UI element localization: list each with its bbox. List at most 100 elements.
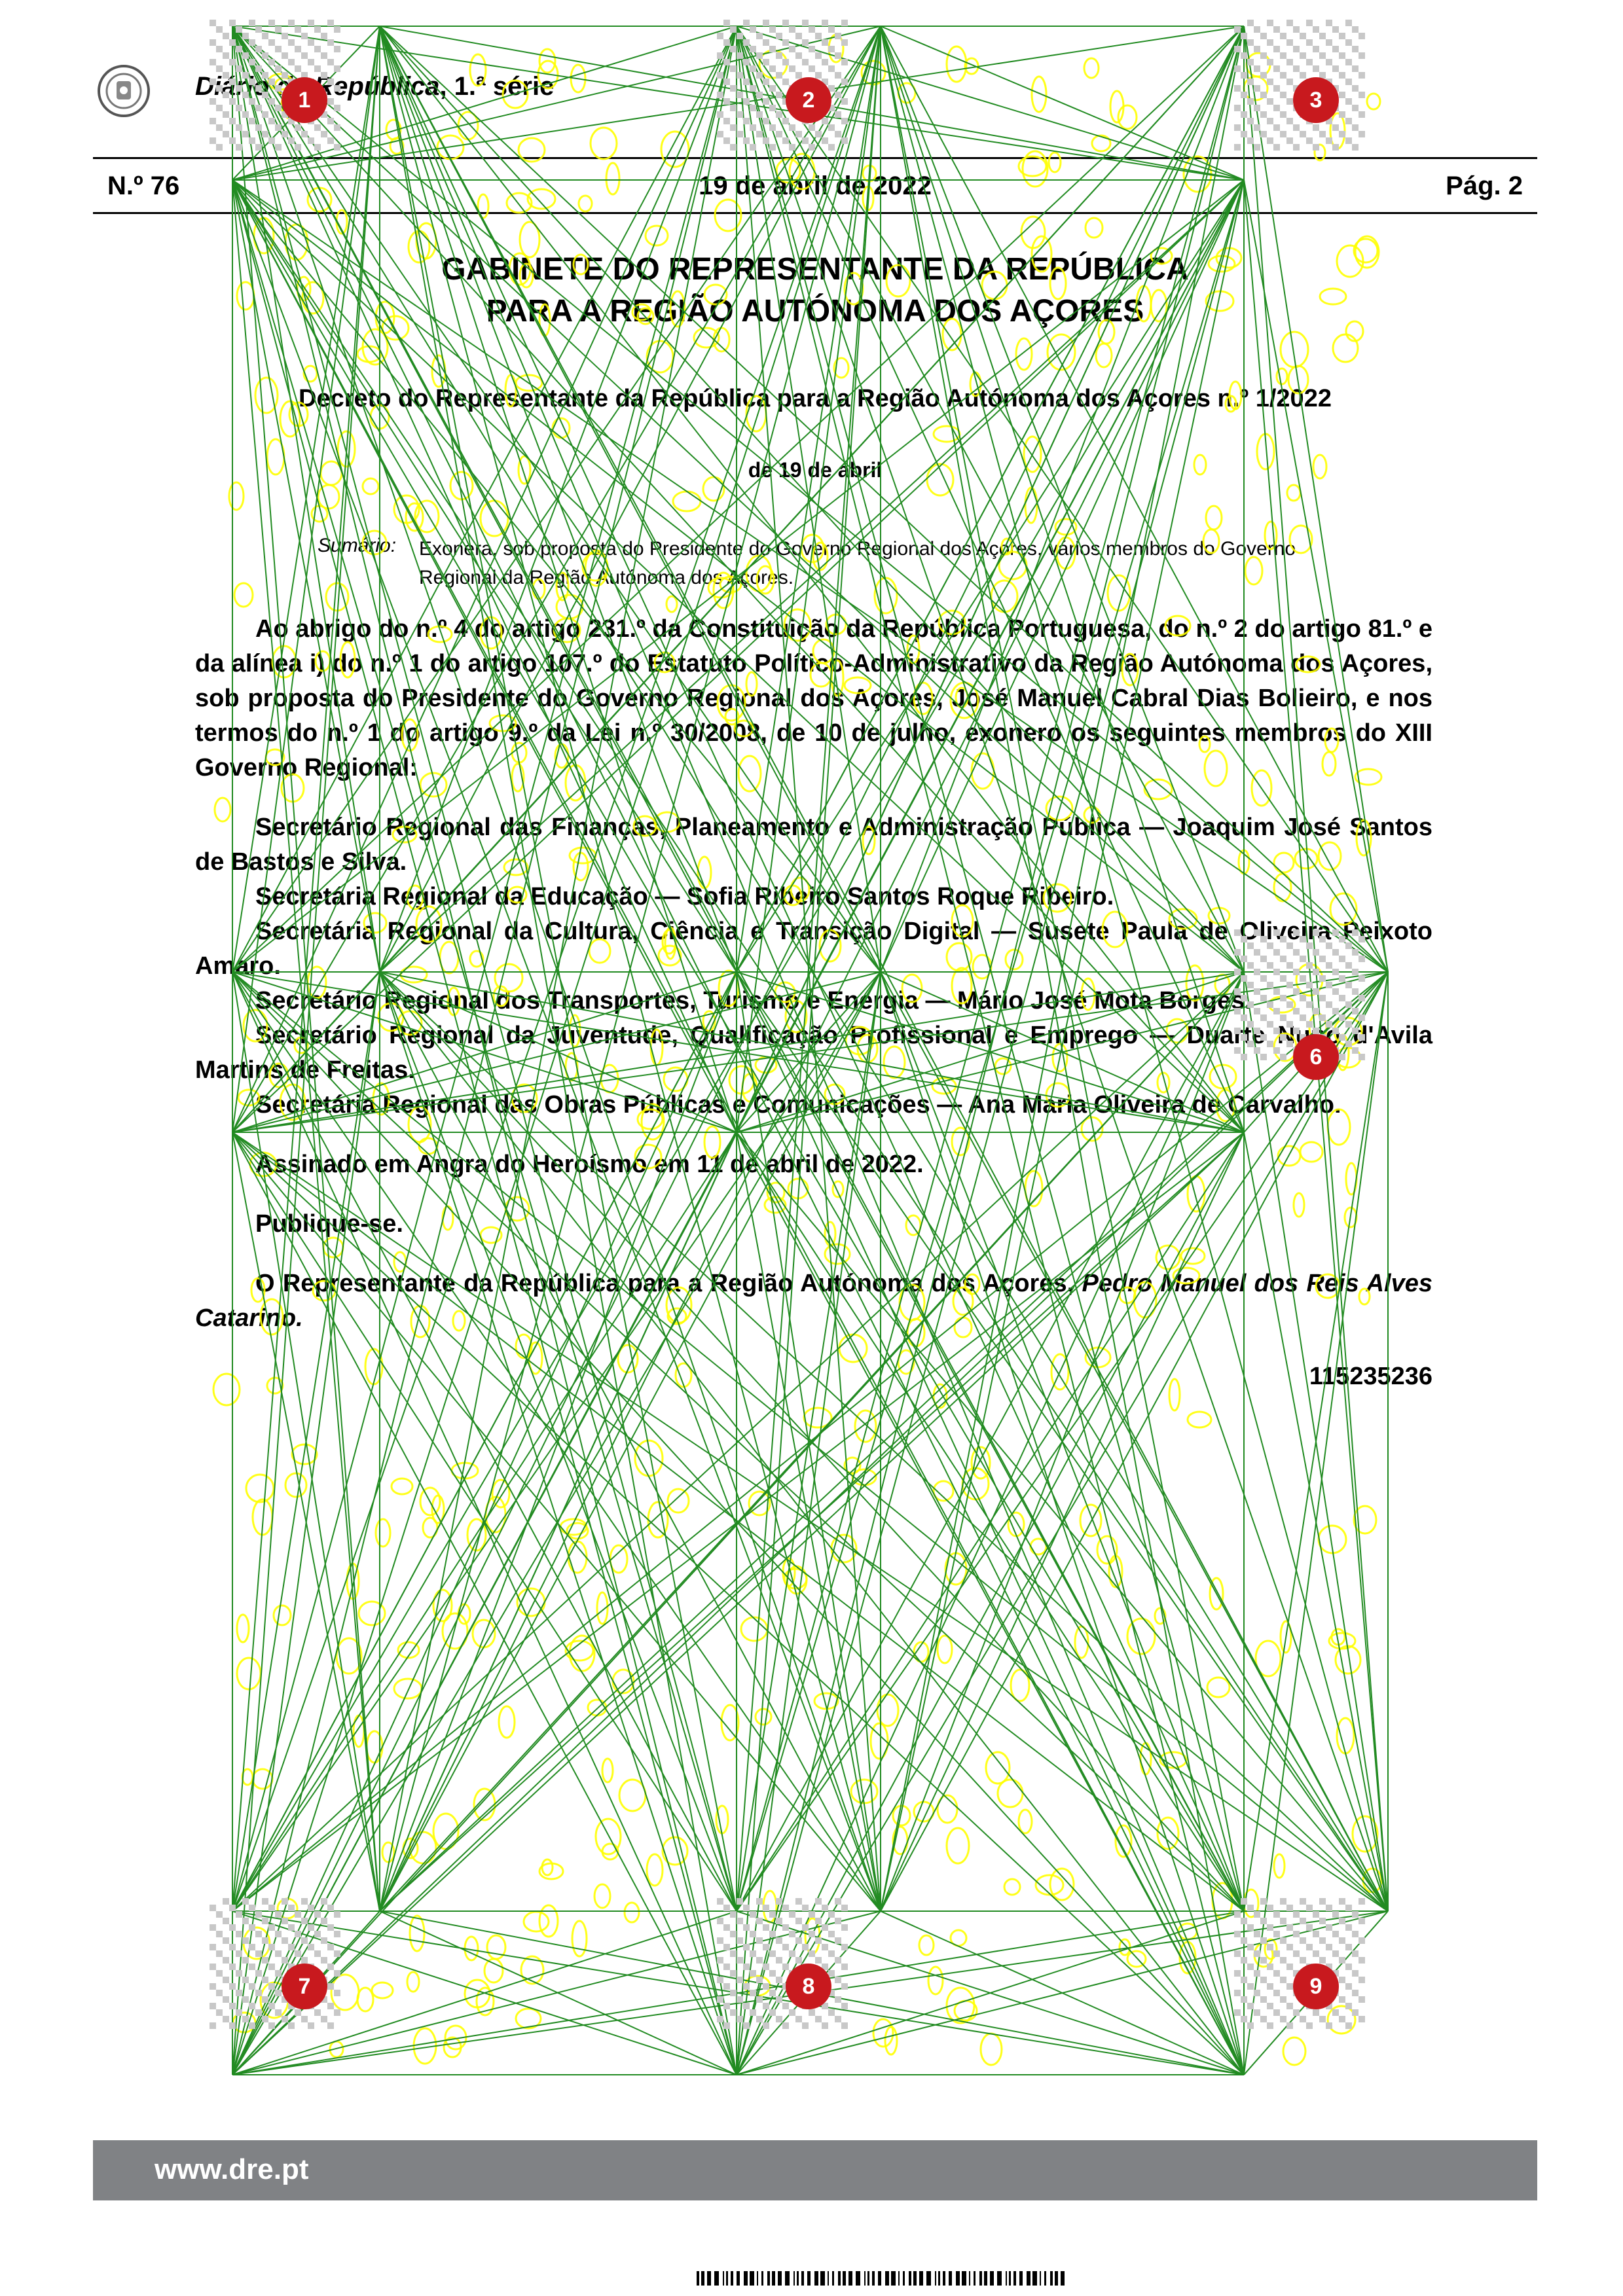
detection-ellipse	[918, 1934, 935, 1956]
detection-ellipse	[457, 1603, 471, 1625]
detection-ellipse	[1126, 1950, 1147, 1968]
barcode-bar	[793, 2271, 795, 2286]
detection-ellipse	[1091, 134, 1112, 152]
detection-ellipse	[390, 1477, 414, 1496]
detection-ellipse	[1108, 1554, 1123, 1588]
detection-ellipse	[970, 1446, 991, 1480]
marker-badge: 9	[1293, 1964, 1339, 2009]
detection-ellipse	[1126, 1617, 1156, 1655]
detection-ellipse	[601, 1757, 614, 1784]
detection-ellipse	[647, 1501, 669, 1539]
barcode-bar	[969, 2271, 970, 2286]
detection-ellipse	[402, 1837, 419, 1859]
barcode-bar	[714, 2271, 719, 2286]
detection-ellipse	[483, 1958, 504, 1984]
detection-ellipse	[538, 1862, 564, 1880]
detection-ellipse	[740, 1616, 769, 1642]
detection-ellipse	[786, 1565, 808, 1595]
barcode-bar	[962, 2271, 966, 2286]
barcode-bar	[935, 2271, 936, 2286]
connection-line	[736, 1910, 881, 2075]
detection-ellipse	[762, 1890, 778, 1924]
barcode-bar	[926, 2271, 931, 2286]
detection-ellipse	[1010, 1668, 1030, 1702]
detection-ellipse	[587, 1698, 608, 1717]
detection-ellipse	[473, 1787, 496, 1821]
detection-ellipse	[571, 1920, 588, 1958]
detection-ellipse	[913, 1801, 935, 1823]
detection-ellipse	[1334, 1645, 1362, 1675]
marker-badge: 7	[282, 1964, 327, 2009]
detection-ellipse	[913, 1641, 930, 1663]
detection-ellipse	[1015, 337, 1033, 371]
detection-ellipse	[393, 1677, 423, 1700]
detection-ellipse	[1317, 1524, 1347, 1554]
barcode-bar	[949, 2271, 952, 2286]
connection-line	[232, 1910, 1389, 2075]
barcode-bar	[1013, 2271, 1016, 2286]
detection-ellipse	[748, 1490, 771, 1516]
detection-ellipse	[804, 1917, 821, 1955]
connection-line	[880, 1910, 1245, 2075]
detection-ellipse	[466, 1518, 487, 1552]
issue-header: N.º 76 19 de abril de 2022 Pág. 2	[93, 166, 1537, 206]
detection-ellipse	[335, 1637, 363, 1675]
detection-ellipse	[242, 1926, 271, 1960]
detection-ellipse	[1117, 104, 1138, 130]
detection-ellipse	[593, 1883, 611, 1909]
footer-site-link[interactable]: www.dre.pt	[155, 2153, 309, 2185]
detection-ellipse	[317, 484, 340, 510]
detection-ellipse	[566, 1522, 589, 1540]
barcode-bar	[757, 2271, 758, 2286]
barcode-bar	[737, 2271, 740, 2286]
detection-ellipse	[515, 1333, 533, 1359]
barcode-bar	[984, 2271, 987, 2286]
detection-ellipse	[833, 357, 850, 379]
detection-ellipse	[813, 1692, 839, 1710]
detection-ellipse	[1353, 1505, 1377, 1535]
signature: O Representante da República para a Regi…	[195, 1270, 1432, 1332]
barcode-bar	[1044, 2271, 1046, 2286]
detection-ellipse	[1114, 1824, 1133, 1858]
detection-ellipse	[291, 1443, 318, 1465]
barcode-bar	[697, 2271, 699, 2286]
detection-ellipse	[932, 1480, 955, 1502]
detection-ellipse	[851, 1468, 877, 1486]
detection-ellipse	[1109, 90, 1125, 124]
detection-ellipse	[515, 2007, 542, 2030]
detection-ellipse	[1046, 333, 1076, 371]
detection-ellipse	[618, 1778, 647, 1812]
detection-ellipse	[1156, 1816, 1180, 1850]
detection-ellipse	[284, 1472, 308, 1498]
detection-ellipse	[276, 1897, 299, 1920]
barcode-bar	[919, 2271, 923, 2286]
detection-ellipse	[431, 354, 447, 388]
detection-ellipse	[1328, 1632, 1357, 1650]
barcode-bar	[797, 2271, 799, 2286]
decree-body: Ao abrigo do n.º 4 do artigo 231.º da Co…	[195, 612, 1432, 1336]
detection-ellipse	[479, 499, 509, 537]
barcode-bar	[891, 2271, 896, 2286]
detection-ellipse	[1243, 75, 1269, 101]
issue-number: N.º 76	[107, 171, 180, 200]
detection-ellipse	[567, 1540, 588, 1574]
detection-ellipse	[1159, 1751, 1188, 1769]
detection-ellipse	[551, 417, 571, 439]
detection-ellipse	[872, 2018, 894, 2048]
detection-ellipse	[1030, 75, 1048, 113]
detection-ellipse	[672, 490, 702, 512]
detection-ellipse	[1050, 1353, 1070, 1391]
detection-ellipse	[828, 33, 845, 63]
barcode-bar	[903, 2271, 905, 2286]
detection-ellipse	[594, 1818, 622, 1856]
detection-ellipse	[520, 1955, 545, 1985]
detection-ellipse	[457, 111, 479, 141]
barcode-bar	[801, 2271, 804, 2286]
detection-ellipse	[945, 1827, 970, 1865]
detection-ellipse	[1282, 2036, 1307, 2066]
detection-ellipse	[1264, 1938, 1278, 1960]
detection-ellipse	[364, 1348, 384, 1386]
detection-ellipse	[932, 425, 961, 443]
detection-ellipse	[1206, 1676, 1231, 1698]
detection-ellipse	[623, 1901, 640, 1924]
